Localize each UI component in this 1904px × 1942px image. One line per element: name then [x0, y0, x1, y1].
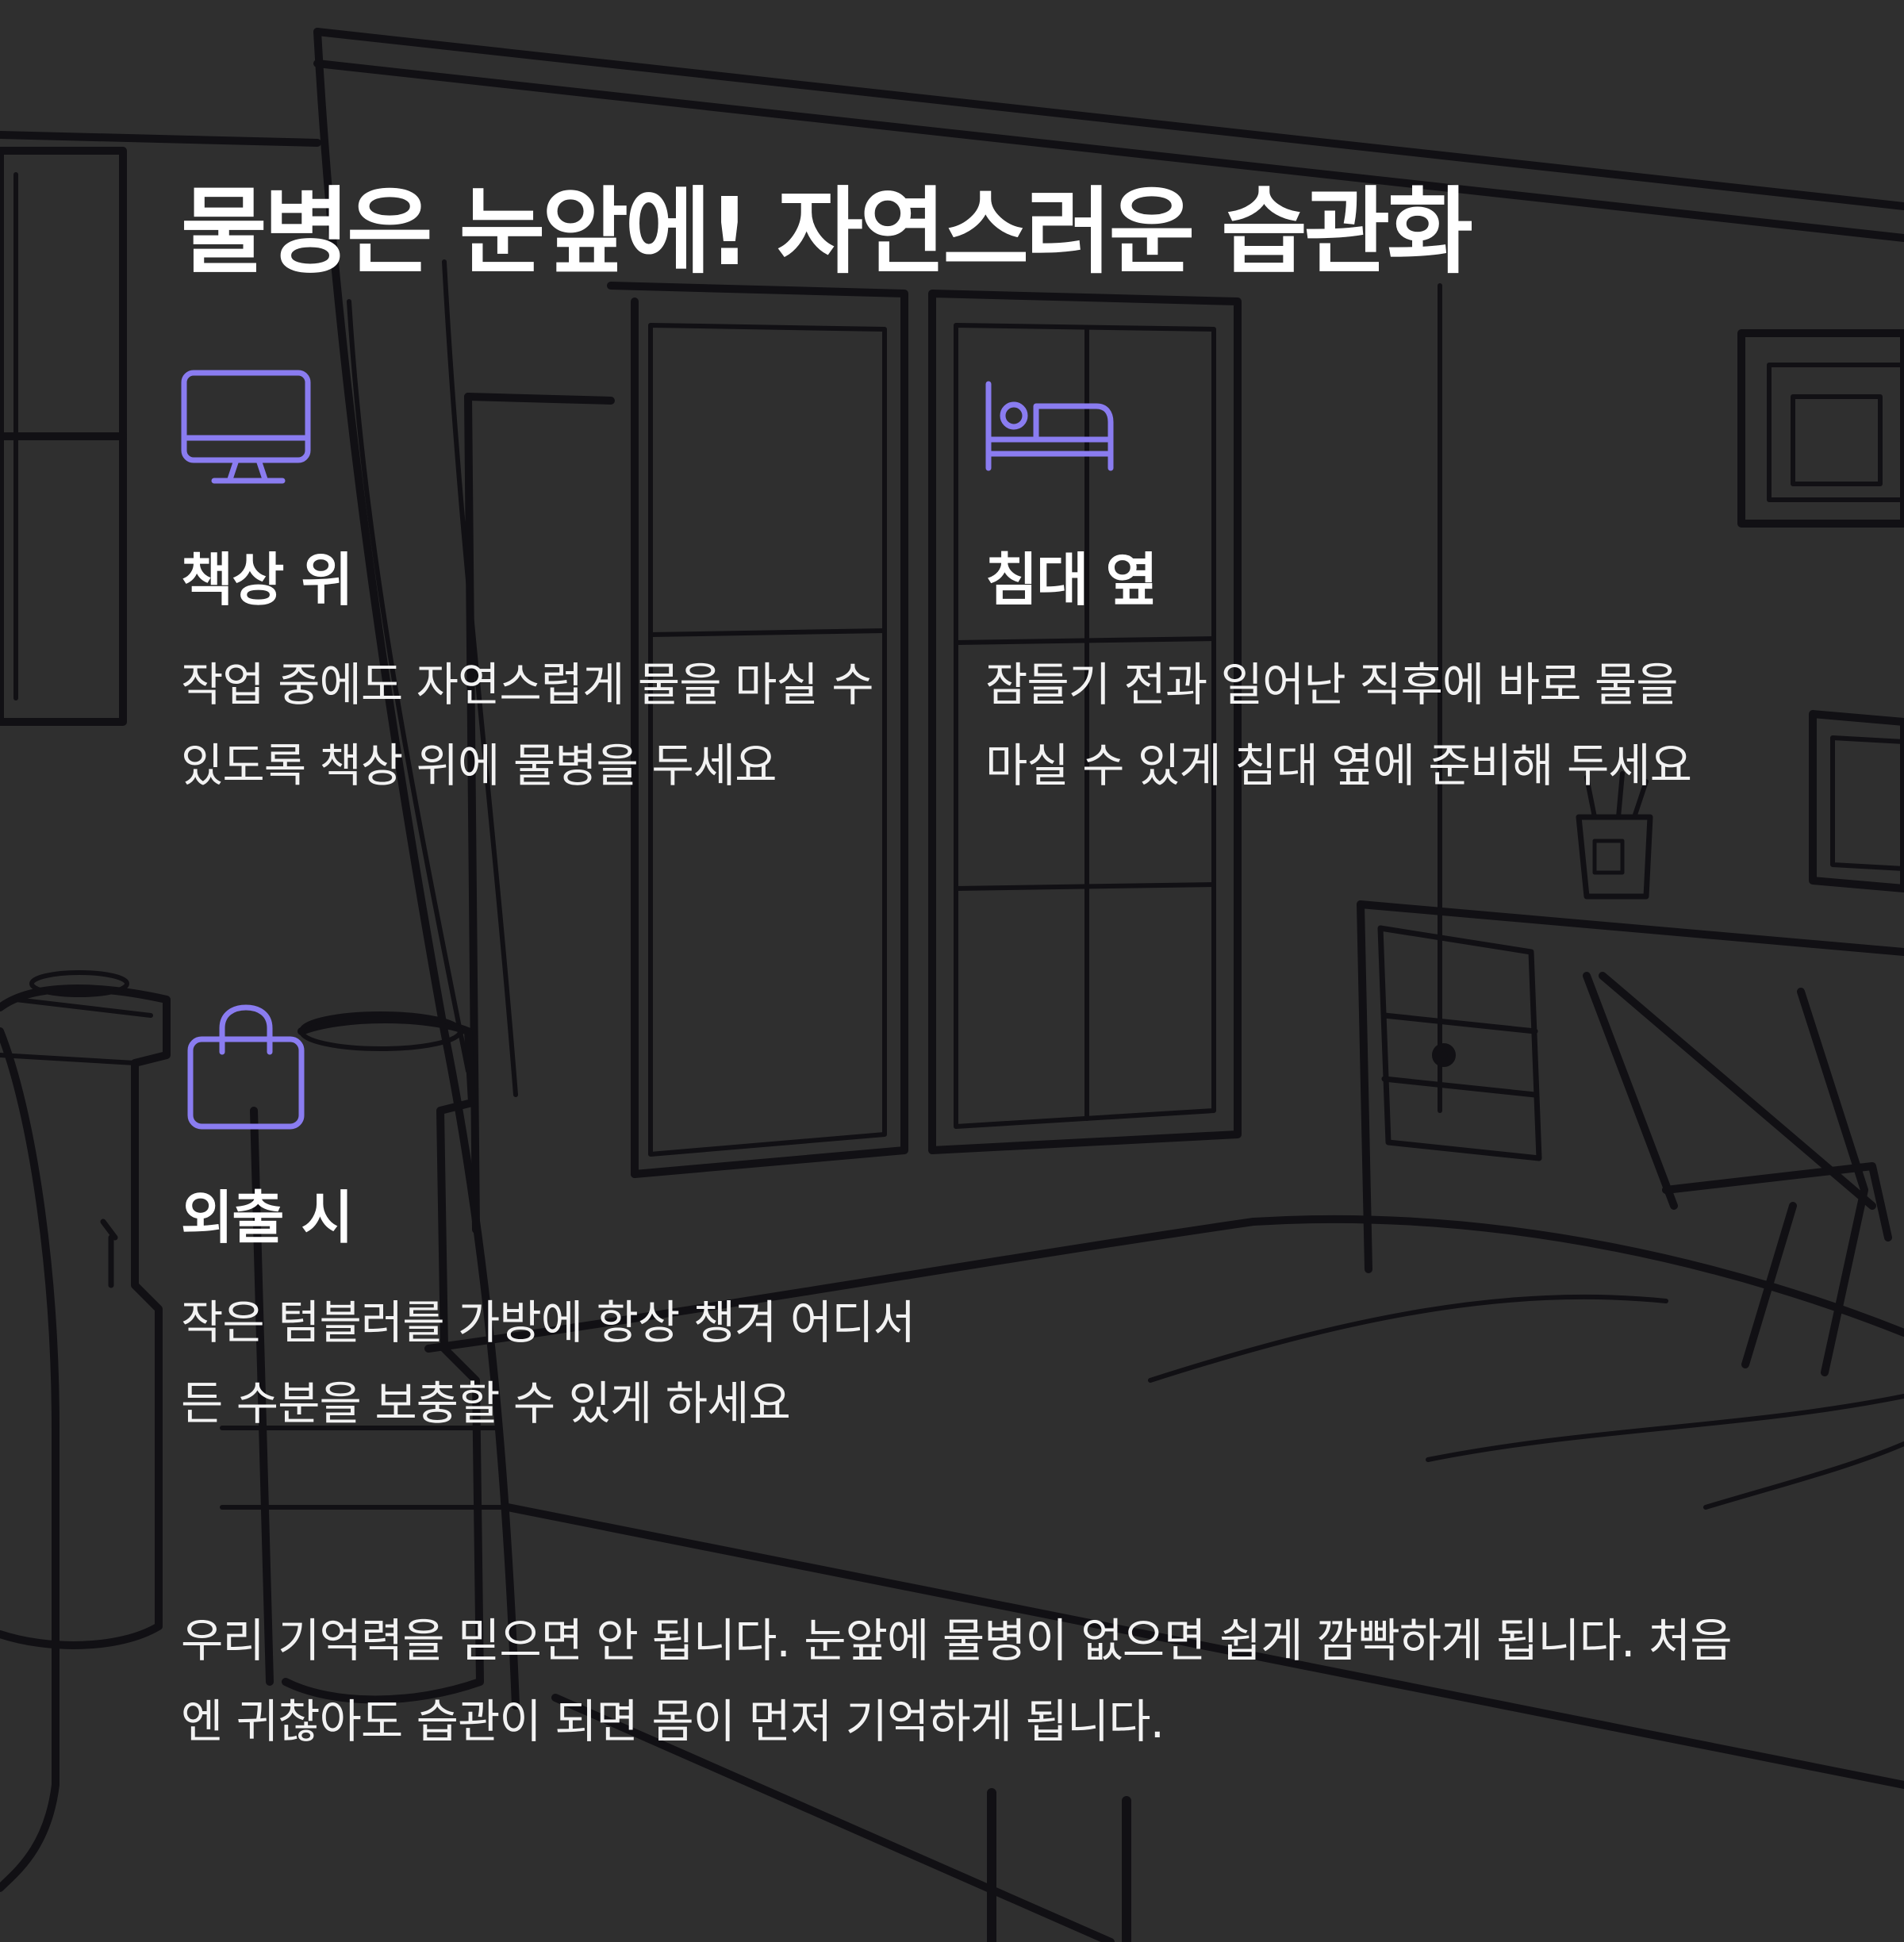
monitor-icon [181, 370, 311, 484]
card-description: 작은 텀블러를 가방에 항상 챙겨 어디서든 수분을 보충할 수 있게 하세요 [181, 1295, 916, 1431]
shopping-bag-icon [187, 1004, 305, 1130]
card-description: 잠들기 전과 일어난 직후에 바로 물을 마실 수 있게 침대 옆에 준비해 두… [985, 658, 1692, 793]
card-title: 책상 위 [181, 547, 354, 613]
tip-card-outing: 외출 시 작은 텀블러를 가방에 항상 챙겨 어디서든 수분을 보충할 수 있게… [181, 1004, 927, 1444]
card-title: 침대 옆 [985, 547, 1158, 613]
card-description: 작업 중에도 자연스럽게 물을 마실 수 있도록 책상 위에 물병을 두세요 [181, 658, 874, 793]
page-title: 물병은 눈앞에! 자연스러운 습관화 [181, 177, 1473, 286]
tip-card-bed: 침대 옆 잠들기 전과 일어난 직후에 바로 물을 마실 수 있게 침대 옆에 … [985, 367, 1731, 806]
bed-icon [985, 381, 1114, 471]
summary-text: 우리 기억력을 믿으면 안 됩니다. 눈앞에 물병이 없으면 쉽게 깜빡하게 됩… [181, 1614, 1733, 1748]
card-title: 외출 시 [181, 1184, 354, 1251]
tip-card-desk: 책상 위 작업 중에도 자연스럽게 물을 마실 수 있도록 책상 위에 물병을 … [181, 367, 927, 806]
